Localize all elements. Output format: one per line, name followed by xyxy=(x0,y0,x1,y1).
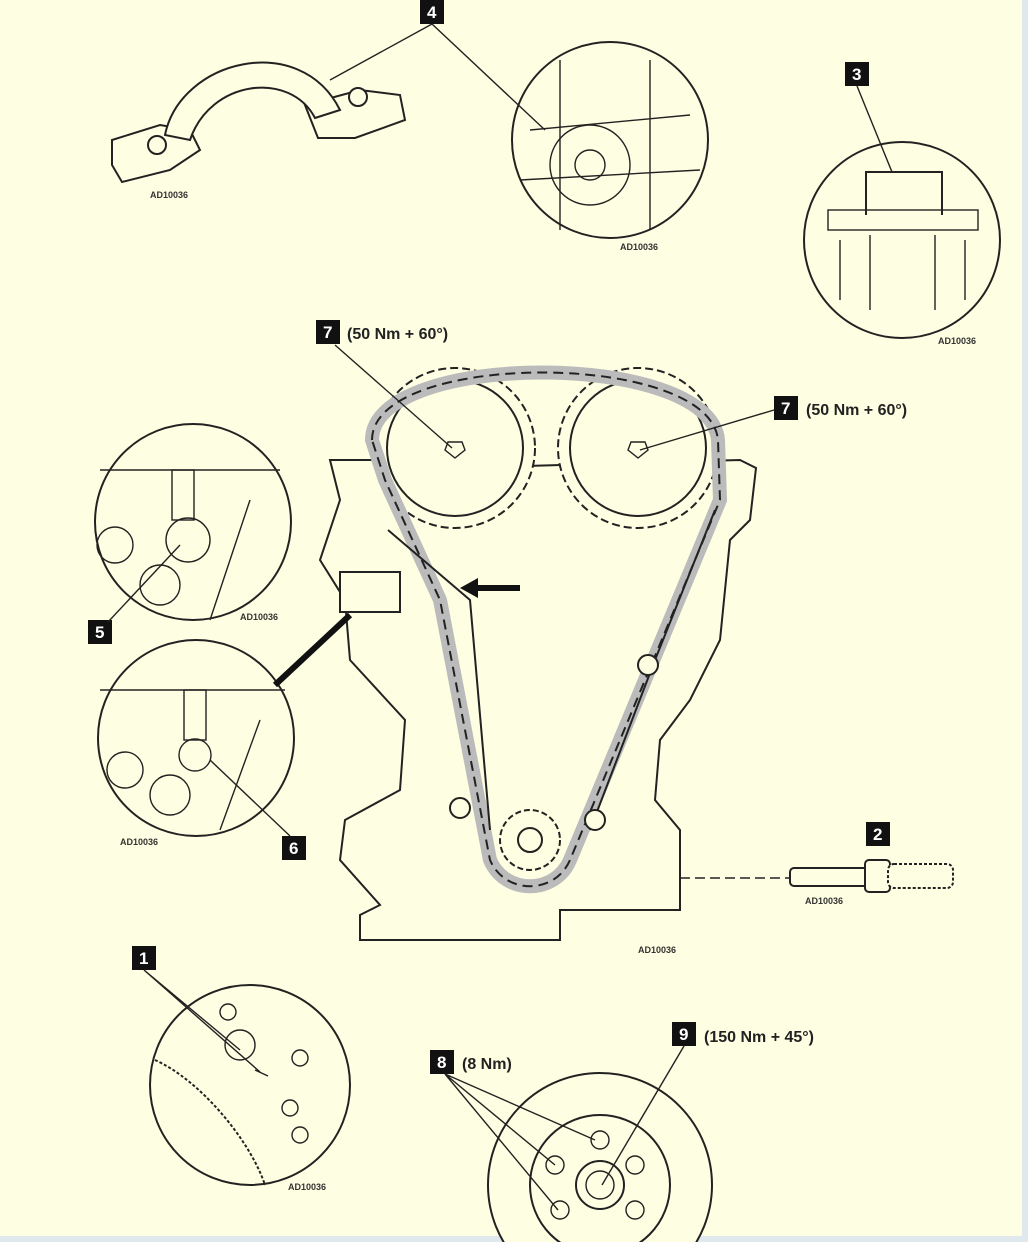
callout-1: 1 xyxy=(139,949,148,968)
figure-code: AD10036 xyxy=(938,336,976,346)
callout-box-4 xyxy=(420,0,444,24)
callout-box-3 xyxy=(845,62,869,86)
chain-tensioner xyxy=(339,571,401,613)
detail-view-6 xyxy=(97,639,295,837)
callout-6: 6 xyxy=(289,839,298,858)
torque-spec: (50 Nm + 60°) xyxy=(806,402,907,419)
figure-code: AD10036 xyxy=(120,837,158,847)
chain-tensioner-rail xyxy=(387,529,491,831)
detail-view-5 xyxy=(94,423,292,621)
torque-spec: (8 Nm) xyxy=(462,1056,512,1073)
figure-code: AD10036 xyxy=(638,945,676,955)
callout-3: 3 xyxy=(852,65,861,84)
camshaft-sprocket-left xyxy=(374,367,536,529)
detail-view-1 xyxy=(149,984,351,1186)
callout-7: 7 xyxy=(323,323,332,342)
callout-5: 5 xyxy=(95,623,104,642)
callout-9: 9 xyxy=(679,1025,688,1044)
torque-spec: (150 Nm + 45°) xyxy=(704,1029,814,1046)
camshaft-locking-bridge xyxy=(111,61,407,184)
crankshaft-sprocket xyxy=(499,809,561,871)
detail-view-3 xyxy=(803,141,1001,339)
figure-code: AD10036 xyxy=(240,612,278,622)
crankshaft-pulley xyxy=(487,1072,713,1242)
torque-spec: (50 Nm + 60°) xyxy=(347,326,448,343)
detail-view-4 xyxy=(511,41,709,239)
callout-8: 8 xyxy=(437,1053,446,1072)
figure-code: AD10036 xyxy=(150,190,188,200)
callout-2: 2 xyxy=(873,825,882,844)
figure-code: AD10036 xyxy=(805,896,843,906)
crankshaft-locking-pin xyxy=(789,859,954,893)
callout-4: 4 xyxy=(427,3,437,22)
camshaft-sprocket-right xyxy=(557,367,719,529)
figure-code: AD10036 xyxy=(288,1182,326,1192)
figure-code: AD10036 xyxy=(620,242,658,252)
callout-7: 7 xyxy=(781,399,790,418)
arrow-icon xyxy=(460,578,478,598)
